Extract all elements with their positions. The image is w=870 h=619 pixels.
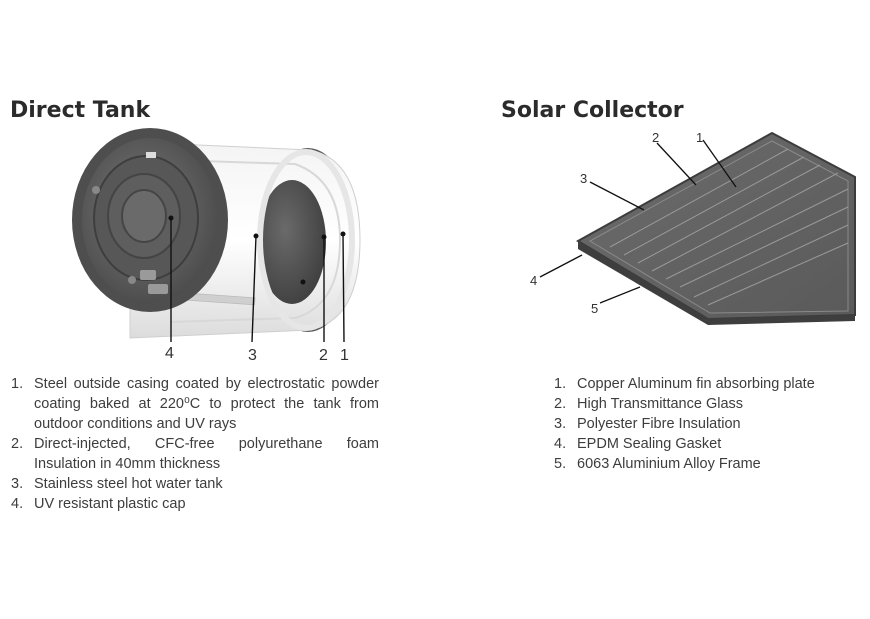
legend-item: 4.EPDM Sealing Gasket <box>554 436 722 452</box>
collector-callout-4: 4 <box>530 273 538 288</box>
tank-callout-2: 2 <box>319 347 328 364</box>
solar-collector-illustration <box>539 131 856 325</box>
collector-callout-3: 3 <box>580 171 588 186</box>
legend-item: 3.Stainless steel hot water tank <box>11 476 223 492</box>
solar-collector-legend: 1.Copper Aluminum fin absorbing plate 2.… <box>554 374 854 474</box>
direct-tank-illustration <box>72 128 361 343</box>
tank-callout-3: 3 <box>248 347 257 364</box>
legend-item: 2.High Transmittance Glass <box>554 396 744 412</box>
collector-callout-1: 1 <box>696 130 704 145</box>
legend-item: 4.UV resistant plastic cap <box>11 496 186 512</box>
collector-callout-2: 2 <box>652 130 660 145</box>
legend-item: 1.Copper Aluminum fin absorbing plate <box>554 376 815 392</box>
direct-tank-title: Direct Tank <box>10 98 151 123</box>
direct-tank-legend: 1.Steel outside casing coated by electro… <box>11 374 379 514</box>
legend-item: 1.Steel outside casing coated by electro… <box>11 376 379 432</box>
legend-item: 3.Polyester Fibre Insulation <box>554 416 741 432</box>
collector-callout-5: 5 <box>591 301 599 316</box>
solar-collector-title: Solar Collector <box>501 98 684 123</box>
tank-callout-4: 4 <box>165 345 174 362</box>
legend-item: 2.Direct-injected, CFC-free polyurethane… <box>11 436 379 472</box>
legend-item: 5.6063 Aluminium Alloy Frame <box>554 456 761 472</box>
tank-callout-1: 1 <box>340 347 349 364</box>
